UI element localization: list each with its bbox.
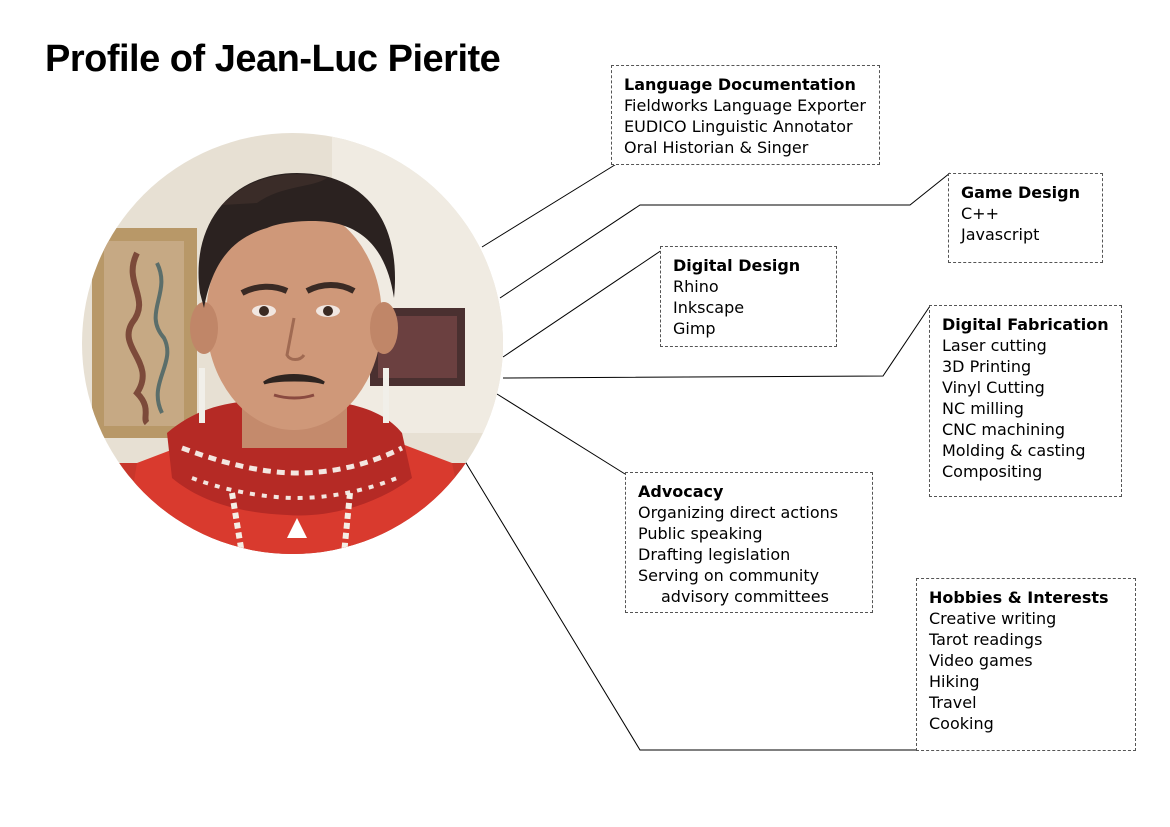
list-item: Travel	[929, 693, 977, 712]
list-item: Laser cutting	[942, 336, 1047, 355]
game-design-heading: Game Design	[961, 183, 1081, 202]
connector-game-design	[499, 172, 951, 299]
connector-digital-fabrication	[502, 305, 931, 379]
list-item: advisory committees	[661, 587, 829, 606]
advocacy-heading: Advocacy	[638, 482, 724, 501]
list-item: Tarot readings	[929, 630, 1043, 649]
list-item: EUDICO Linguistic Annotator	[624, 117, 853, 136]
list-item: Compositing	[942, 462, 1043, 481]
list-item: Organizing direct actions	[638, 503, 839, 522]
digital-design-heading: Digital Design	[673, 256, 801, 275]
list-item: C++	[961, 204, 999, 223]
list-item: NC milling	[942, 399, 1024, 418]
list-item: Public speaking	[638, 524, 763, 543]
list-item: Cooking	[929, 714, 994, 733]
list-item: Javascript	[961, 225, 1040, 244]
list-item: Fieldworks Language Exporter	[624, 96, 866, 115]
list-item: CNC machining	[942, 420, 1066, 439]
page-title: Profile of Jean-Luc Pierite	[45, 38, 501, 80]
list-item: Oral Historian & Singer	[624, 138, 809, 157]
connector-digital-design	[502, 249, 663, 358]
hobbies-interests-box: Hobbies & Interests Creative writing Tar…	[916, 578, 1136, 751]
digital-fabrication-box: Digital Fabrication Laser cutting 3D Pri…	[929, 305, 1122, 497]
advocacy-box: Advocacy Organizing direct actions Publi…	[625, 472, 873, 613]
connector-language-documentation	[481, 162, 619, 248]
list-item: Creative writing	[929, 609, 1057, 628]
list-item: Drafting legislation	[638, 545, 791, 564]
digital-fabrication-heading: Digital Fabrication	[942, 315, 1109, 334]
hobbies-interests-heading: Hobbies & Interests	[929, 588, 1109, 607]
game-design-box: Game Design C++ Javascript	[948, 173, 1103, 263]
list-item: 3D Printing	[942, 357, 1032, 376]
list-item: Vinyl Cutting	[942, 378, 1045, 397]
language-documentation-box: Language Documentation Fieldworks Langua…	[611, 65, 880, 165]
list-item: Video games	[929, 651, 1033, 670]
language-documentation-heading: Language Documentation	[624, 75, 856, 94]
connector-hobbies	[462, 457, 917, 751]
profile-photo	[82, 133, 503, 554]
list-item: Molding & casting	[942, 441, 1086, 460]
list-item: Inkscape	[673, 298, 745, 317]
connector-advocacy	[496, 393, 626, 475]
list-item: Serving on community	[638, 566, 820, 585]
digital-design-box: Digital Design Rhino Inkscape Gimp	[660, 246, 837, 347]
list-item: Hiking	[929, 672, 980, 691]
list-item: Gimp	[673, 319, 716, 338]
list-item: Rhino	[673, 277, 719, 296]
